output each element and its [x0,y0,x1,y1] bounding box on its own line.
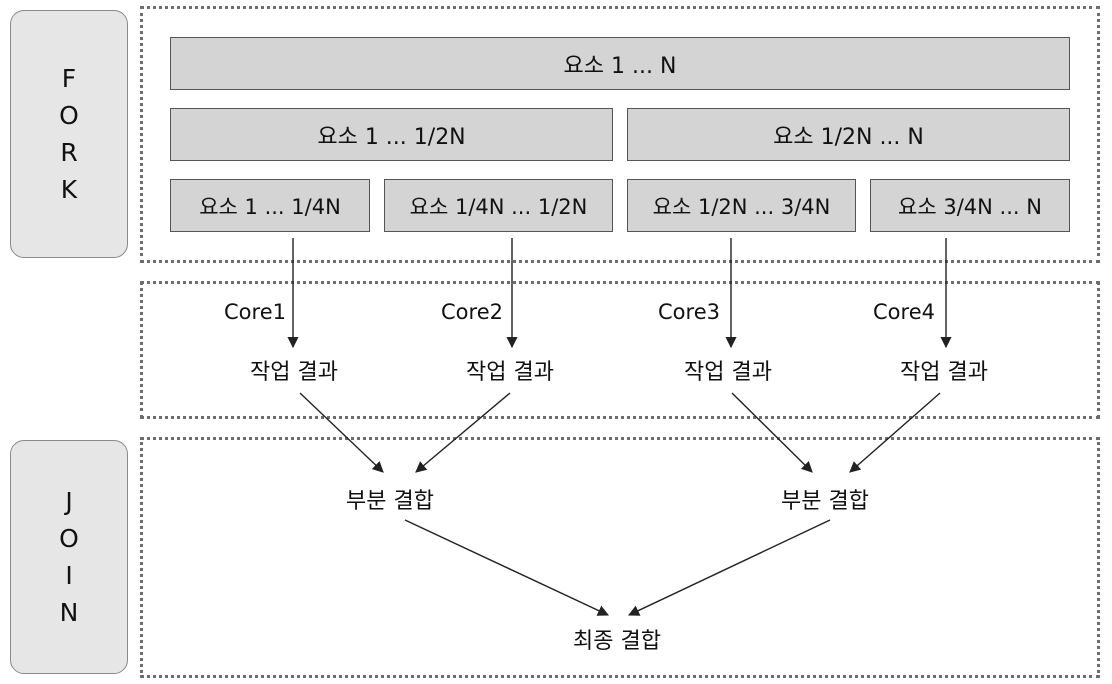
arrow-to-partial-join [849,392,941,473]
arrow-to-partial-join [731,392,813,473]
element-range-box-full: 요소 1 ... N [170,37,1070,90]
work-result-label: 작업 결과 [250,360,338,385]
element-range-box-half: 요소 1/2N ... N [627,108,1070,161]
fork-letter: O [59,101,79,130]
arrow-to-final-join [627,519,831,616]
fork-region [140,6,1100,263]
arrow-to-partial-join [415,392,511,473]
final-join-label: 최종 결합 [573,629,661,654]
join-letter: N [59,598,79,627]
join-region [140,437,1100,678]
partial-join-label: 부분 결합 [781,489,869,514]
fork-letter: K [60,175,78,204]
arrow-to-final-join [404,519,610,616]
arrow-to-partial-join [299,392,384,473]
core-processing-region [140,281,1100,419]
work-result-label: 작업 결과 [684,360,772,385]
fork-letter: F [61,64,77,93]
element-range-box-quarter: 요소 1 ... 1/4N [170,179,370,232]
core-label: Core1 [224,300,286,324]
core-label: Core3 [658,300,720,324]
core-label: Core4 [873,300,935,324]
element-range-box-half: 요소 1 ... 1/2N [170,108,613,161]
element-range-box-quarter: 요소 3/4N ... N [870,179,1070,232]
join-letter: J [65,487,73,516]
partial-join-label: 부분 결합 [346,489,434,514]
work-result-label: 작업 결과 [466,360,554,385]
fork-side-label: F O R K [10,10,128,258]
join-letter: I [65,561,73,590]
join-side-label: J O I N [10,440,128,674]
work-result-label: 작업 결과 [900,360,988,385]
core-label: Core2 [441,300,503,324]
element-range-box-quarter: 요소 1/4N ... 1/2N [384,179,613,232]
join-letter: O [59,524,79,553]
element-range-box-quarter: 요소 1/2N ... 3/4N [627,179,856,232]
fork-letter: R [60,138,78,167]
